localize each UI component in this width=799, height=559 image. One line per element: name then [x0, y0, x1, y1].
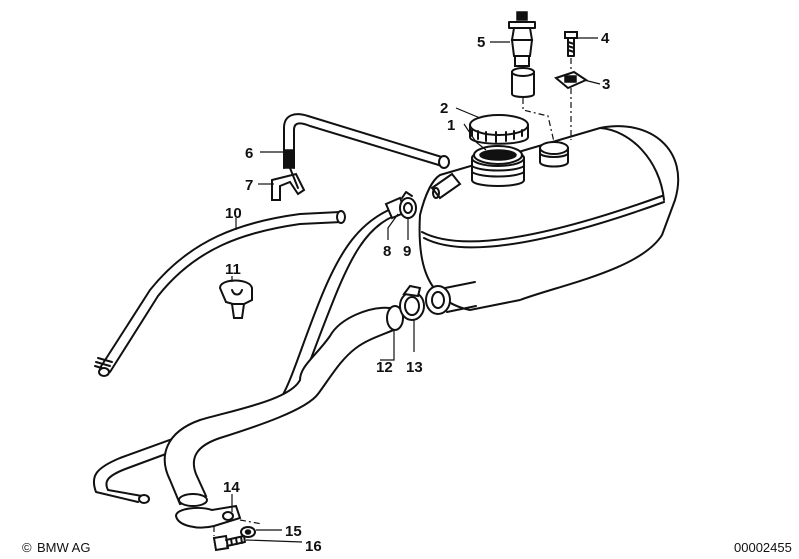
- callout-14: 14: [223, 479, 240, 496]
- callout-5: 5: [477, 34, 485, 51]
- callout-11: 11: [225, 261, 241, 278]
- tank-bleed-nipple: [430, 172, 462, 200]
- callout-1: 1: [447, 117, 455, 134]
- footer: © BMW AG 00002455: [22, 540, 792, 555]
- callout-10: 10: [225, 205, 242, 222]
- copyright-symbol: ©: [22, 540, 32, 555]
- callout-12: 12: [376, 359, 393, 376]
- part-9-hose-clamp[interactable]: [399, 191, 417, 219]
- part-5-level-sensor[interactable]: [508, 11, 536, 98]
- callout-4: 4: [601, 30, 610, 47]
- part-10-long-hose[interactable]: [94, 210, 346, 377]
- callout-9: 9: [403, 243, 411, 260]
- part-4-screw[interactable]: [564, 31, 578, 57]
- brand-label: BMW AG: [37, 540, 90, 555]
- leader-lines: [213, 12, 601, 543]
- part-6-vent-hose[interactable]: [283, 113, 450, 169]
- part-14-hose-clip[interactable]: [174, 504, 242, 529]
- part-3-clip-nut[interactable]: [553, 70, 589, 90]
- part-1-seal-ring[interactable]: [473, 145, 523, 165]
- part-15-washer[interactable]: [240, 526, 256, 538]
- part-11-plug-clip[interactable]: [218, 279, 253, 319]
- drawing-number: 00002455: [734, 540, 792, 555]
- callout-16: 16: [305, 538, 322, 555]
- part-12-return-hose[interactable]: [163, 305, 404, 507]
- callout-3: 3: [602, 76, 610, 93]
- callout-13: 13: [406, 359, 423, 376]
- part-7-bracket[interactable]: [271, 167, 306, 201]
- part-2-filler-cap[interactable]: [469, 114, 529, 145]
- part-8-bleed-hose[interactable]: [92, 196, 408, 504]
- sensor-boss: [539, 141, 569, 168]
- callout-7: 7: [245, 177, 253, 194]
- callout-labels: 1 2 3 4 5 6 7 8 9 10 11 12 13 14 15 16: [223, 30, 610, 555]
- callout-8: 8: [383, 243, 391, 260]
- callout-15: 15: [285, 523, 302, 540]
- part-13-hose-clamp[interactable]: [399, 284, 425, 321]
- part-16-bolt[interactable]: [212, 534, 246, 552]
- callout-2: 2: [440, 100, 448, 117]
- callout-6: 6: [245, 145, 253, 162]
